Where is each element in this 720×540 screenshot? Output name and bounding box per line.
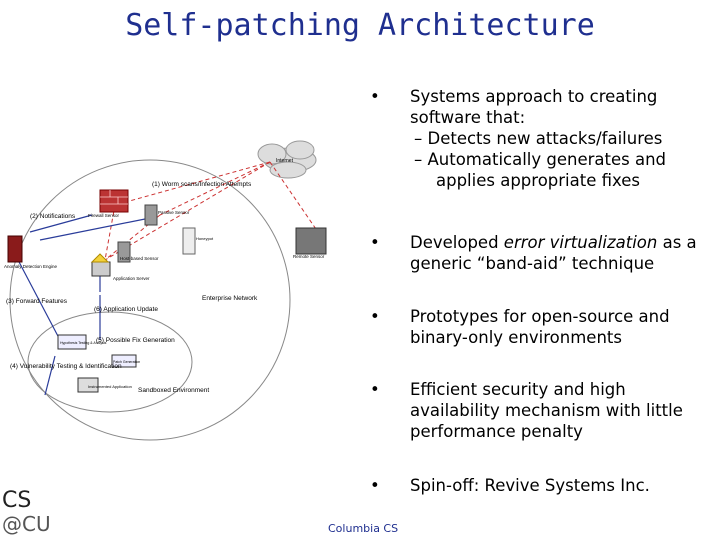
remote-sensor-icon [295, 227, 327, 255]
sub-bullet-text: – Detects new attacks/failures [414, 129, 663, 148]
honeypot-icon [182, 227, 196, 255]
application-update-label: (6) Application Update [94, 306, 158, 313]
worm-scans-label: (1) Worm scans/Infection Attempts [152, 181, 252, 188]
footer-text: Columbia CS [328, 522, 399, 535]
host-sensor-label: Host-based Sensor [120, 256, 159, 261]
bullet-text: Efficient security and high availability… [410, 380, 683, 441]
sub-bullet-text: – Automatically generates and applies ap… [414, 150, 667, 190]
passive-sensor-icon [144, 204, 158, 226]
attack-lines [104, 161, 319, 261]
forward-features-label: (3) Forward Features [6, 298, 68, 305]
bullet-text: Prototypes for open-source and binary-on… [410, 307, 670, 347]
patch-generation-label: Patch Generation [113, 360, 140, 364]
instrumented-application-icon [77, 377, 99, 393]
vulnerability-testing-label: (4) Vulnerability Testing & Identificati… [10, 363, 122, 370]
bullet-dot: • [370, 233, 380, 252]
anomaly-engine-label: Anomaly Detection Engine [4, 264, 58, 269]
remote-sensor-label: Remote Sensor [293, 254, 325, 259]
sandboxed-environment-label: Sandboxed Environment [138, 387, 209, 394]
sandbox-boundary [27, 311, 193, 413]
slide-title: Self-patching Architecture [125, 8, 595, 43]
possible-fix-label: (5) Possible Fix Generation [96, 337, 175, 344]
honeypot-label: Honeypot [196, 236, 214, 241]
hypothesis-testing-label: Hypothesis Testing & Analysis [60, 341, 107, 345]
bullet-text: Systems approach to creating software th… [410, 87, 658, 127]
patch-generation-box [111, 354, 137, 368]
enterprise-network-label: Enterprise Network [202, 295, 258, 302]
bullet-dot: • [370, 87, 380, 106]
bullet-text: Spin-off: Revive Systems Inc. [410, 476, 650, 495]
notifications-label: (2) Notifications [30, 213, 76, 220]
firewall-sensor-label: Firewall Sensor [88, 213, 120, 218]
bullet-text: as a generic “band-aid” technique [410, 233, 697, 273]
instrumented-application-label: Instrumented Application [88, 384, 132, 389]
passive-sensor-label: Passive Sensor [158, 210, 190, 215]
architecture-diagram: Internet (1) Worm scans/Infection Attemp… [4, 140, 327, 441]
internet-cloud-icon [257, 140, 317, 179]
host-sensor-icon [117, 241, 131, 263]
logo-line1: CS [2, 488, 32, 513]
cs-logo: CS @CU [2, 488, 51, 538]
flow-arrows [17, 214, 151, 396]
firewall-icon [99, 189, 129, 213]
logo-line2: @CU [2, 512, 51, 536]
bullet-dot: • [370, 380, 380, 399]
hypothesis-testing-box [57, 334, 87, 350]
anomaly-engine-icon [7, 235, 23, 263]
bullet-dot: • [370, 307, 380, 326]
bullet-text: Developed [410, 233, 504, 252]
application-server-label: Application Server [113, 276, 150, 281]
bullet-emphasis: error virtualization [503, 233, 658, 252]
application-server-icon [91, 261, 111, 277]
internet-label: Internet [276, 158, 294, 164]
bullet-dot: • [370, 476, 380, 495]
enterprise-network-boundary [9, 159, 291, 441]
